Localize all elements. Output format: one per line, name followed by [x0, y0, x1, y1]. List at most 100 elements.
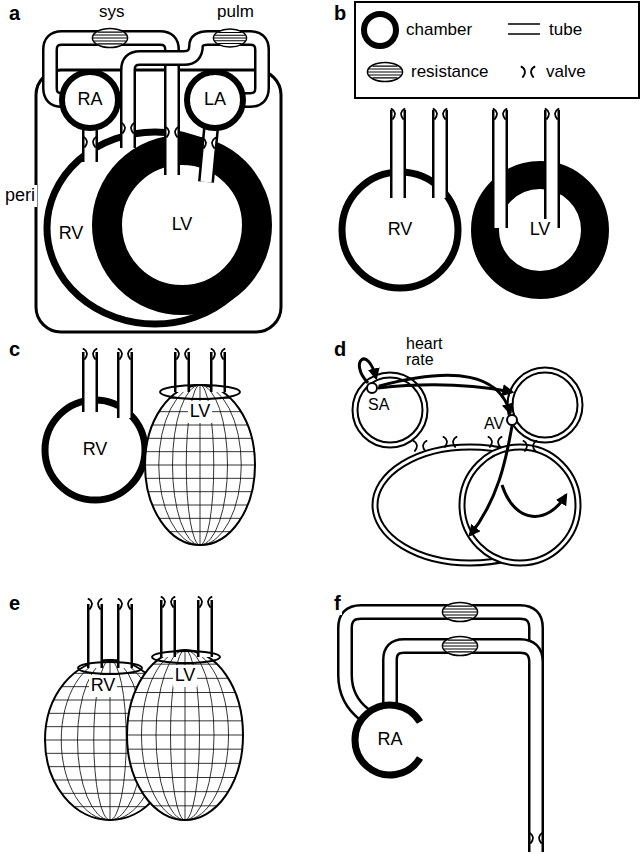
valve-symbol — [121, 122, 135, 133]
ra-chamber — [355, 705, 420, 775]
panel-c-figure — [160, 385, 240, 399]
legend-box — [355, 2, 639, 98]
lv-mesh — [127, 650, 243, 820]
lv-mesh — [152, 425, 247, 426]
panel-letter: e — [8, 592, 21, 615]
annotation-label: sys — [98, 2, 126, 22]
lv-mesh — [146, 478, 254, 479]
node-point: AV — [506, 414, 518, 426]
panel-e-figure — [78, 662, 142, 674]
panel-f-figure — [345, 612, 536, 852]
resistor-symbol — [92, 28, 127, 47]
chamber-label: LA — [202, 89, 228, 111]
valve-symbol — [83, 136, 97, 147]
panel-d-figure — [510, 370, 580, 440]
panel-f-figure — [345, 612, 536, 852]
legend-text: resistance — [410, 62, 489, 82]
panel-e-figure — [161, 596, 175, 607]
panel-e-figure — [163, 600, 174, 657]
chamber-node: LV — [166, 213, 198, 237]
chamber-node: RA — [72, 88, 108, 112]
panel-b-figure — [545, 108, 559, 119]
valve-sample — [521, 66, 535, 77]
panel-b-figure — [492, 110, 508, 228]
panel-b-figure — [544, 110, 560, 228]
resistor-symbol — [213, 29, 246, 47]
panel-d-figure — [510, 370, 580, 440]
panel-letter: f — [333, 592, 342, 615]
lv-mesh — [135, 692, 235, 693]
lv-mesh — [148, 491, 252, 492]
chamber-label: LV — [170, 214, 195, 236]
chamber-label: AV — [482, 414, 506, 433]
chamber-label: peri — [3, 185, 37, 207]
panel-e-figure — [90, 604, 101, 668]
lv-mesh — [153, 805, 217, 806]
panel-a-figure — [36, 28, 281, 332]
resistor-symbol — [442, 636, 477, 655]
lv-mesh — [145, 385, 255, 545]
panel-e-figure — [45, 596, 243, 820]
chamber-node: LV — [524, 218, 556, 242]
panel-d-figure — [488, 436, 502, 447]
panel-d-figure — [462, 447, 578, 563]
panel-c-figure — [83, 348, 97, 359]
resistor-symbol — [442, 602, 477, 621]
conduction-arrow — [359, 359, 566, 535]
panel-a-figure — [128, 38, 262, 148]
panel-e-figure — [152, 651, 220, 663]
chamber-label: LV — [173, 665, 198, 687]
chamber-node: RV — [86, 674, 121, 698]
panel-letter: d — [333, 338, 347, 361]
panel-b-figure — [432, 110, 448, 198]
annotation-label: heart rate — [405, 336, 455, 368]
panel-c-figure — [120, 352, 131, 418]
conduction-arrow — [359, 359, 376, 383]
panel-e-figure — [87, 604, 103, 668]
conduction-arrow — [470, 426, 512, 535]
lv-mesh — [170, 531, 231, 532]
panel-e-figure — [120, 604, 131, 668]
legend-box — [355, 2, 639, 98]
panel-d-figure — [355, 359, 580, 563]
la-chamber — [187, 72, 243, 128]
chamber-label: RA — [375, 729, 404, 751]
panel-c-figure — [118, 348, 132, 359]
panel-letter: b — [333, 2, 347, 25]
chamber-node: RV — [78, 438, 113, 462]
panel-c-figure — [211, 348, 225, 359]
node-point: SA — [366, 382, 378, 394]
panel-e-figure — [88, 598, 102, 609]
panel-letter: c — [8, 338, 21, 361]
panel-e-figure — [118, 598, 132, 609]
chamber-node: LV — [184, 400, 216, 424]
panel-b-figure — [342, 108, 595, 288]
lv-mesh — [127, 650, 243, 820]
chamber-node: RV — [383, 218, 418, 242]
lv-mesh — [159, 518, 241, 519]
panel-b-figure — [495, 110, 506, 228]
annotation-label: pulm — [216, 2, 255, 22]
lv-mesh — [130, 706, 239, 707]
panel-e-figure — [200, 600, 211, 657]
valve-symbol — [165, 126, 179, 137]
panel-b-figure — [391, 108, 405, 119]
valve-symbol — [529, 832, 543, 843]
pericardium-outline — [36, 70, 281, 332]
chamber-label: RA — [75, 89, 104, 111]
conduction-arrow — [502, 485, 566, 516]
panel-d-figure — [443, 436, 457, 447]
panel-c-figure — [82, 352, 98, 412]
valve-symbol — [202, 137, 216, 148]
tube-sample — [508, 24, 540, 34]
lv-chamber — [107, 150, 257, 300]
chamber-node: LV — [170, 664, 201, 688]
panel-b-figure — [493, 108, 507, 119]
panel-c-figure — [45, 348, 255, 545]
panel-letter: a — [8, 2, 21, 25]
panel-b-figure — [435, 110, 446, 198]
panel-c-figure — [117, 352, 133, 418]
